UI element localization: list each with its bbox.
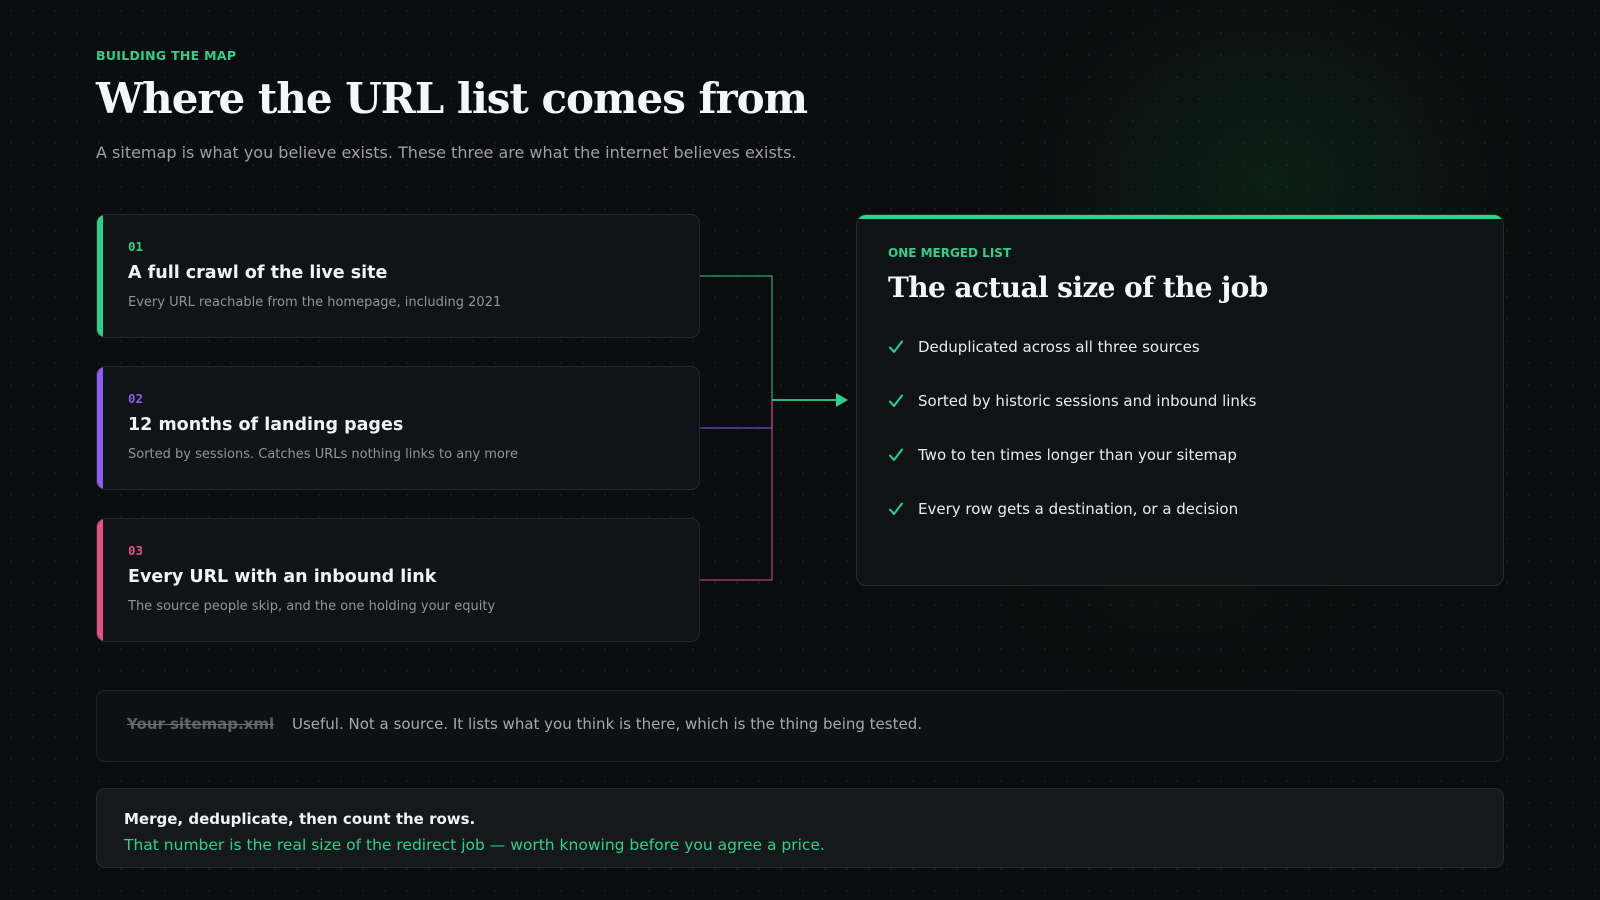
source-description: The source people skip, and the one hold…: [128, 599, 496, 614]
page-subtitle: A sitemap is what you believe exists. Th…: [96, 143, 797, 162]
checklist-item-text: Sorted by historic sessions and inbound …: [918, 392, 1257, 410]
check-icon: [888, 499, 918, 521]
merged-label: ONE MERGED LIST: [888, 246, 1012, 260]
merged-checklist: Deduplicated across all three sources So…: [888, 337, 1256, 553]
checklist-item-text: Deduplicated across all three sources: [918, 338, 1200, 356]
connector-line-landing-pages: [700, 400, 773, 429]
check-icon: [888, 391, 918, 413]
merged-accent-bar: [857, 215, 1503, 219]
list-item: Sorted by historic sessions and inbound …: [888, 391, 1256, 445]
connector-line-inbound-links: [700, 400, 773, 581]
check-icon: [888, 337, 918, 359]
source-accent-bar: [97, 367, 103, 489]
sitemap-note-text: Useful. Not a source. It lists what you …: [292, 715, 922, 733]
source-title: Every URL with an inbound link: [128, 567, 437, 587]
summary-callout: Merge, deduplicate, then count the rows.…: [96, 788, 1504, 868]
source-accent-bar: [97, 519, 103, 641]
arrow-right-icon: [836, 393, 848, 407]
sitemap-struck-label: Your sitemap.xml: [127, 715, 275, 733]
source-card-crawl: 01 A full crawl of the live site Every U…: [96, 214, 700, 338]
check-icon: [888, 445, 918, 467]
list-item: Every row gets a destination, or a decis…: [888, 499, 1256, 553]
page-title: Where the URL list comes from: [96, 74, 808, 123]
source-title: A full crawl of the live site: [128, 263, 388, 283]
source-title: 12 months of landing pages: [128, 415, 404, 435]
summary-line-accent: That number is the real size of the redi…: [124, 836, 825, 854]
summary-line-primary: Merge, deduplicate, then count the rows.: [124, 810, 476, 828]
source-description: Every URL reachable from the homepage, i…: [128, 295, 502, 310]
checklist-item-text: Every row gets a destination, or a decis…: [918, 500, 1239, 518]
source-card-landing-pages: 02 12 months of landing pages Sorted by …: [96, 366, 700, 490]
merged-list-card: ONE MERGED LIST The actual size of the j…: [856, 214, 1504, 586]
list-item: Two to ten times longer than your sitema…: [888, 445, 1256, 499]
source-number: 02: [128, 391, 144, 406]
source-number: 01: [128, 239, 144, 254]
source-accent-bar: [97, 215, 103, 337]
sitemap-note: Your sitemap.xml Useful. Not a source. I…: [96, 690, 1504, 762]
merged-title: The actual size of the job: [888, 271, 1268, 304]
list-item: Deduplicated across all three sources: [888, 337, 1256, 391]
source-number: 03: [128, 543, 144, 558]
source-description: Sorted by sessions. Catches URLs nothing…: [128, 447, 518, 462]
eyebrow-label: BUILDING THE MAP: [96, 48, 237, 63]
checklist-item-text: Two to ten times longer than your sitema…: [918, 446, 1237, 464]
source-card-inbound-links: 03 Every URL with an inbound link The so…: [96, 518, 700, 642]
connector-line-crawl: [700, 275, 773, 400]
